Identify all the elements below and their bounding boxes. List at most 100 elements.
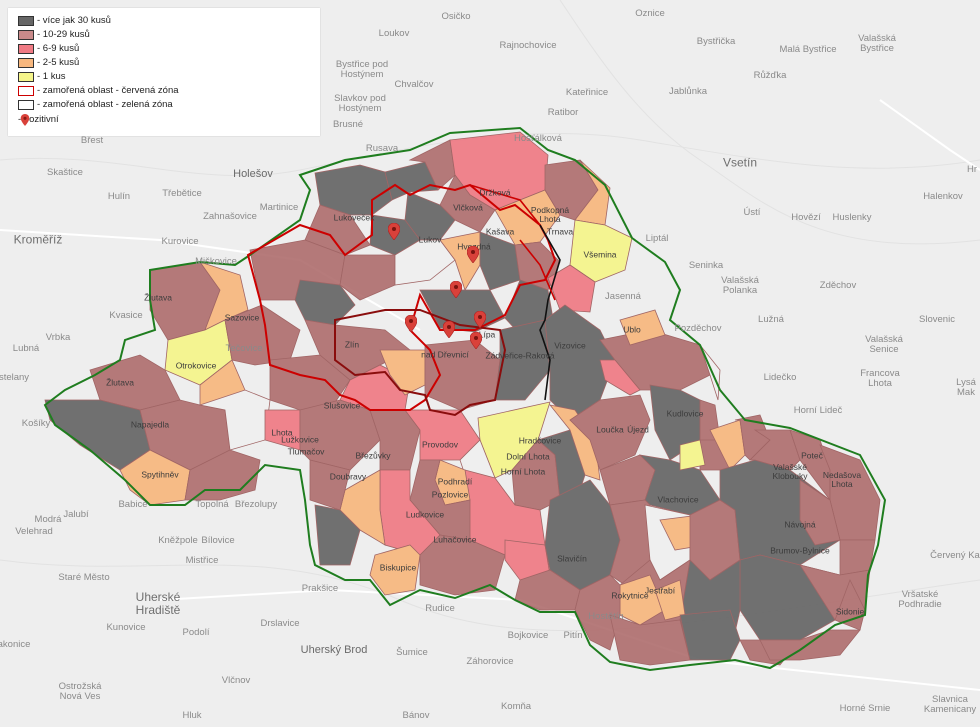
place-label-zahnasovice: Zahnašovice	[203, 211, 257, 222]
place-label-uhersky-brod: Uherský Brod	[300, 644, 368, 656]
municipality-label-trnava: Trnava	[546, 226, 574, 237]
red-zone-border	[246, 183, 557, 411]
positive-pin-icon[interactable]	[474, 311, 486, 328]
place-label-huslenky: Huslenky	[832, 212, 872, 223]
place-label-bystricka: Bystřička	[696, 36, 736, 47]
municipality-label-nad-drevnici: nad Dřevnicí	[421, 349, 469, 360]
place-label-brest: Břest	[80, 135, 104, 146]
place-label-jablunka: Jablůnka	[668, 86, 708, 97]
place-label-mala-bystrice: Malá Bystřice	[779, 44, 837, 55]
place-label-bojkovice: Bojkovice	[507, 630, 549, 641]
municipality-label-biskupice: Biskupice	[379, 562, 417, 573]
municipality-label-navojna: Návojná	[784, 519, 816, 530]
place-label-topolna: Topolná	[195, 499, 229, 510]
municipality-label-loucka: Loučka	[596, 424, 624, 435]
municipality-label-jestrabi: Jestřabí	[644, 585, 676, 596]
positive-pin-icon[interactable]	[450, 281, 462, 298]
place-label-babice: Babice	[118, 499, 148, 510]
municipality-label-ujezd: Újezd	[627, 424, 649, 435]
place-label-vrbka: Vrbka	[45, 332, 71, 343]
place-label-vsetin: Vsetín	[722, 155, 758, 170]
place-label-jalubi: Jalubí	[63, 509, 89, 520]
map-legend: - více jak 30 kusů - 10-29 kusů - 6-9 ku…	[8, 8, 320, 136]
positive-pin-icon[interactable]	[405, 315, 417, 332]
place-label-rajnochovice: Rajnochovice	[499, 40, 557, 51]
place-label-brusne: Brusné	[332, 119, 364, 130]
green-zone-border	[43, 126, 887, 672]
municipality-label-ublo: Ublo	[623, 324, 641, 335]
place-label-rudice: Rudice	[425, 603, 455, 614]
municipality-label-kudlovice: Kudlovice	[666, 408, 704, 419]
municipality-label-provodov: Provodov	[422, 439, 458, 450]
place-label-kunovice: Kunovice	[106, 622, 146, 633]
municipality-label-kasava: Kašava	[485, 226, 515, 237]
municipality-label-rokytnice: Rokytnice	[611, 590, 649, 601]
legend-item-positive: - pozitivní	[18, 114, 59, 126]
place-label-jasenna: Jasenná	[605, 291, 641, 302]
municipality-label-zadverice: Zádveřice-Raková	[485, 350, 555, 361]
municipality-label-tlumacov: Tlumačov	[287, 446, 325, 457]
municipality-label-drzkova: Držková	[479, 187, 511, 198]
place-label-oznice: Oznice	[635, 8, 665, 19]
municipality-label-lusk: Lužkovice	[281, 434, 319, 445]
place-label-kurovice: Kurovice	[161, 236, 199, 247]
place-label-hulin: Hulín	[107, 191, 131, 202]
legend-label: - 1 kus	[37, 71, 66, 82]
municipality-label-vlachovice: Vlachovice	[657, 494, 699, 505]
legend-item-6-9: - 6-9 kusů	[18, 43, 79, 54]
place-label-kvasice: Kvasice	[109, 310, 143, 321]
legend-label: - 2-5 kusů	[37, 57, 80, 68]
place-label-katerinice: Kateřinice	[565, 87, 609, 98]
legend-item-green-zone: - zamořená oblast - zelená zóna	[18, 99, 173, 110]
municipality-label-lukov: Lukov	[418, 234, 442, 245]
place-label-horni-lidec: Horní Lideč	[793, 405, 843, 416]
municipality-label-vsemina: Všemina	[583, 249, 617, 260]
legend-swatch-red-outline	[18, 85, 34, 96]
place-label-prakslice: Prakšice	[301, 583, 339, 594]
legend-swatch-orange	[18, 57, 34, 68]
map-pin-icon	[20, 114, 30, 126]
municipality-label-slusovice: Slušovice	[323, 400, 361, 411]
municipality-label-napajedla: Napajedla	[130, 419, 170, 430]
place-label-brezolupy: Březolupy	[234, 499, 278, 510]
place-label-akonice: akonice	[0, 639, 31, 650]
municipality-label-lukoveček: Lukoveček	[333, 212, 375, 223]
place-label-martinice: Martinice	[259, 202, 299, 213]
municipality-label-brumov: Brumov-Bylnice	[770, 545, 830, 556]
positive-pin-icon[interactable]	[388, 223, 400, 240]
municipality-label-vlckova: Vlčková	[453, 202, 483, 213]
legend-item-1: - 1 kus	[18, 71, 66, 82]
place-label-modra: Modrá	[34, 514, 62, 525]
place-label-hr: Hr	[966, 164, 978, 175]
place-label-usti: Ústí	[743, 207, 761, 218]
legend-swatch-mauve	[18, 29, 34, 40]
positive-pin-icon[interactable]	[467, 246, 479, 263]
place-label-holesov: Holešov	[233, 168, 273, 180]
municipality-label-ludkovice: Ludkovice	[405, 509, 445, 520]
municipality-label-horni-lhota: Horní Lhota	[500, 466, 546, 477]
place-label-slavicin-label: Slovenic	[919, 314, 955, 325]
legend-label: - zamořená oblast - červená zóna	[37, 85, 179, 96]
legend-label: - 6-9 kusů	[37, 43, 80, 54]
place-label-lidecko: Lidečko	[763, 372, 797, 383]
municipality-label-podhradi: Podhradí	[437, 476, 473, 487]
place-label-stare-mesto: Staré Město	[58, 572, 110, 583]
positive-pin-icon[interactable]	[470, 332, 482, 349]
place-label-ruzdka: Růžďka	[753, 70, 787, 81]
place-label-podoli: Podolí	[182, 627, 210, 638]
place-label-banov: Bánov	[402, 710, 430, 721]
legend-item-over-30: - více jak 30 kusů	[18, 15, 111, 26]
positive-pin-icon[interactable]	[443, 321, 455, 338]
place-label-komna: Komňa	[500, 701, 532, 712]
municipality-label-lhota: Lhota	[271, 427, 293, 438]
place-label-hovezi: Hovězí	[791, 212, 821, 223]
place-label-ratibor: Ratibor	[547, 107, 579, 118]
